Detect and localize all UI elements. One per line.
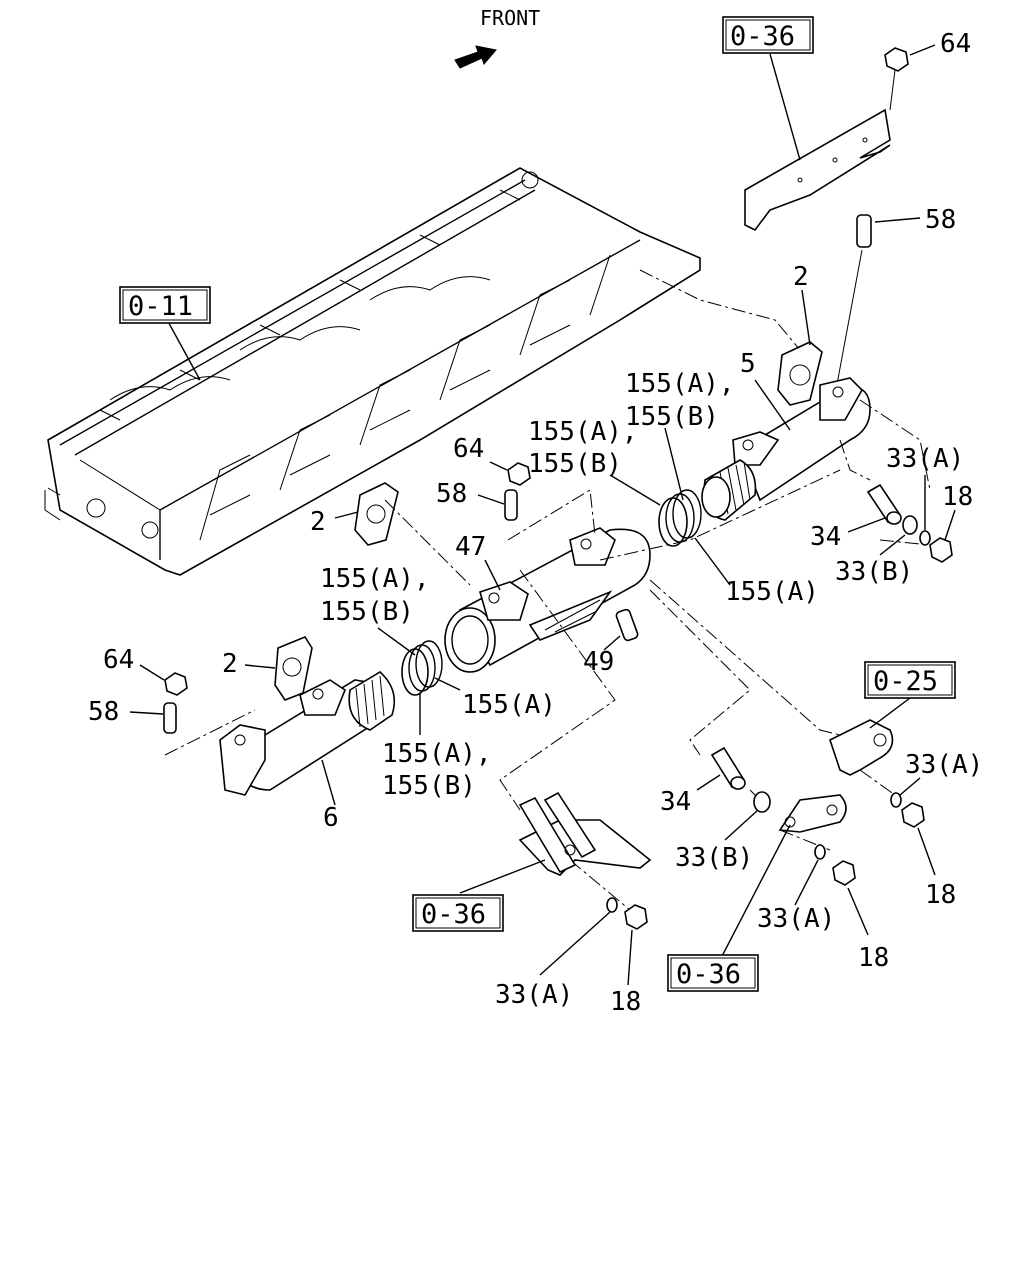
ref-box-036-top[interactable]: 0-36 [722,16,814,54]
callout-2: 2 [222,649,238,679]
callout-33a: 33(A) [905,750,983,780]
front-label: FRONT [480,6,540,30]
callout-33b: 33(B) [835,557,913,587]
callout-155: 155(B) [625,402,719,432]
nut-right [901,802,925,828]
callout-6: 6 [323,803,339,833]
washer-a-right [890,792,902,808]
callout-49: 49 [583,647,614,677]
washer-a-lower [814,844,826,860]
stud-left [163,702,177,734]
ref-box-036-mid[interactable]: 0-36 [412,894,504,932]
callout-18: 18 [942,482,973,512]
callout-34: 34 [810,522,841,552]
seal-rings-right [658,489,702,547]
callout-33a: 33(A) [495,980,573,1010]
washer-a-bottom [606,897,618,913]
callout-155: 155(A), [625,369,735,399]
svg-text:0-11: 0-11 [128,291,193,322]
stud-49 [615,608,639,642]
washer-b-lower [753,791,771,813]
nut-left [164,672,188,696]
callout-58: 58 [88,697,119,727]
spacer-upper [866,483,902,525]
ref-box-036-bot[interactable]: 0-36 [667,954,759,992]
washer-b-upper [902,515,918,535]
nut-bottom [624,904,648,930]
callout-33a: 33(A) [886,444,964,474]
svg-text:0-25: 0-25 [873,666,938,697]
stud-mid [504,489,518,521]
svg-text:0-36: 0-36 [421,899,486,930]
callout-155: 155(A), [528,417,638,447]
callout-155: 155(A), [320,564,430,594]
callout-155: 155(B) [320,597,414,627]
callout-18: 18 [858,943,889,973]
gasket-mid [354,482,399,546]
stay-bracket-lower [778,794,847,833]
gasket-left [274,636,313,701]
ref-box-011[interactable]: 0-11 [119,286,211,324]
nut-top [884,47,909,111]
heat-shield-bracket-top [744,108,891,232]
callout-33a: 33(A) [757,904,835,934]
exhaust-pipe-center [444,527,651,673]
svg-text:0-36: 0-36 [676,959,741,990]
washer-a-upper [919,530,931,546]
callout-64: 64 [940,29,971,59]
callout-33b: 33(B) [675,843,753,873]
exhaust-pipe-rear [701,377,871,521]
callout-18: 18 [925,880,956,910]
callout-34: 34 [660,787,691,817]
callout-155a: 155(A) [462,690,556,720]
stay-bracket-bottom [518,791,652,876]
stud-top [834,214,872,396]
callout-64: 64 [103,645,134,675]
seal-rings-left [401,640,443,696]
callout-5: 5 [740,349,756,379]
callout-2: 2 [310,507,326,537]
gasket-top [777,341,823,406]
nut-upper-right [929,537,953,563]
svg-text:0-36: 0-36 [730,21,795,52]
callout-64: 64 [453,434,484,464]
cylinder-head [44,167,701,576]
callout-18: 18 [610,987,641,1017]
bracket-0-25 [829,719,894,776]
callout-47: 47 [455,532,486,562]
exhaust-pipe-front [219,671,396,796]
callout-155: 155(A), [382,739,492,769]
nut-mid [507,462,531,486]
spacer-lower [710,746,746,790]
callout-58: 58 [436,479,467,509]
nut-lower [832,860,856,886]
callout-155: 155(B) [382,771,476,801]
callout-2: 2 [793,262,809,292]
callout-155: 155(B) [528,449,622,479]
ref-box-025[interactable]: 0-25 [864,661,956,699]
callout-58: 58 [925,205,956,235]
front-arrow-icon [454,45,497,69]
callout-155a: 155(A) [725,577,819,607]
